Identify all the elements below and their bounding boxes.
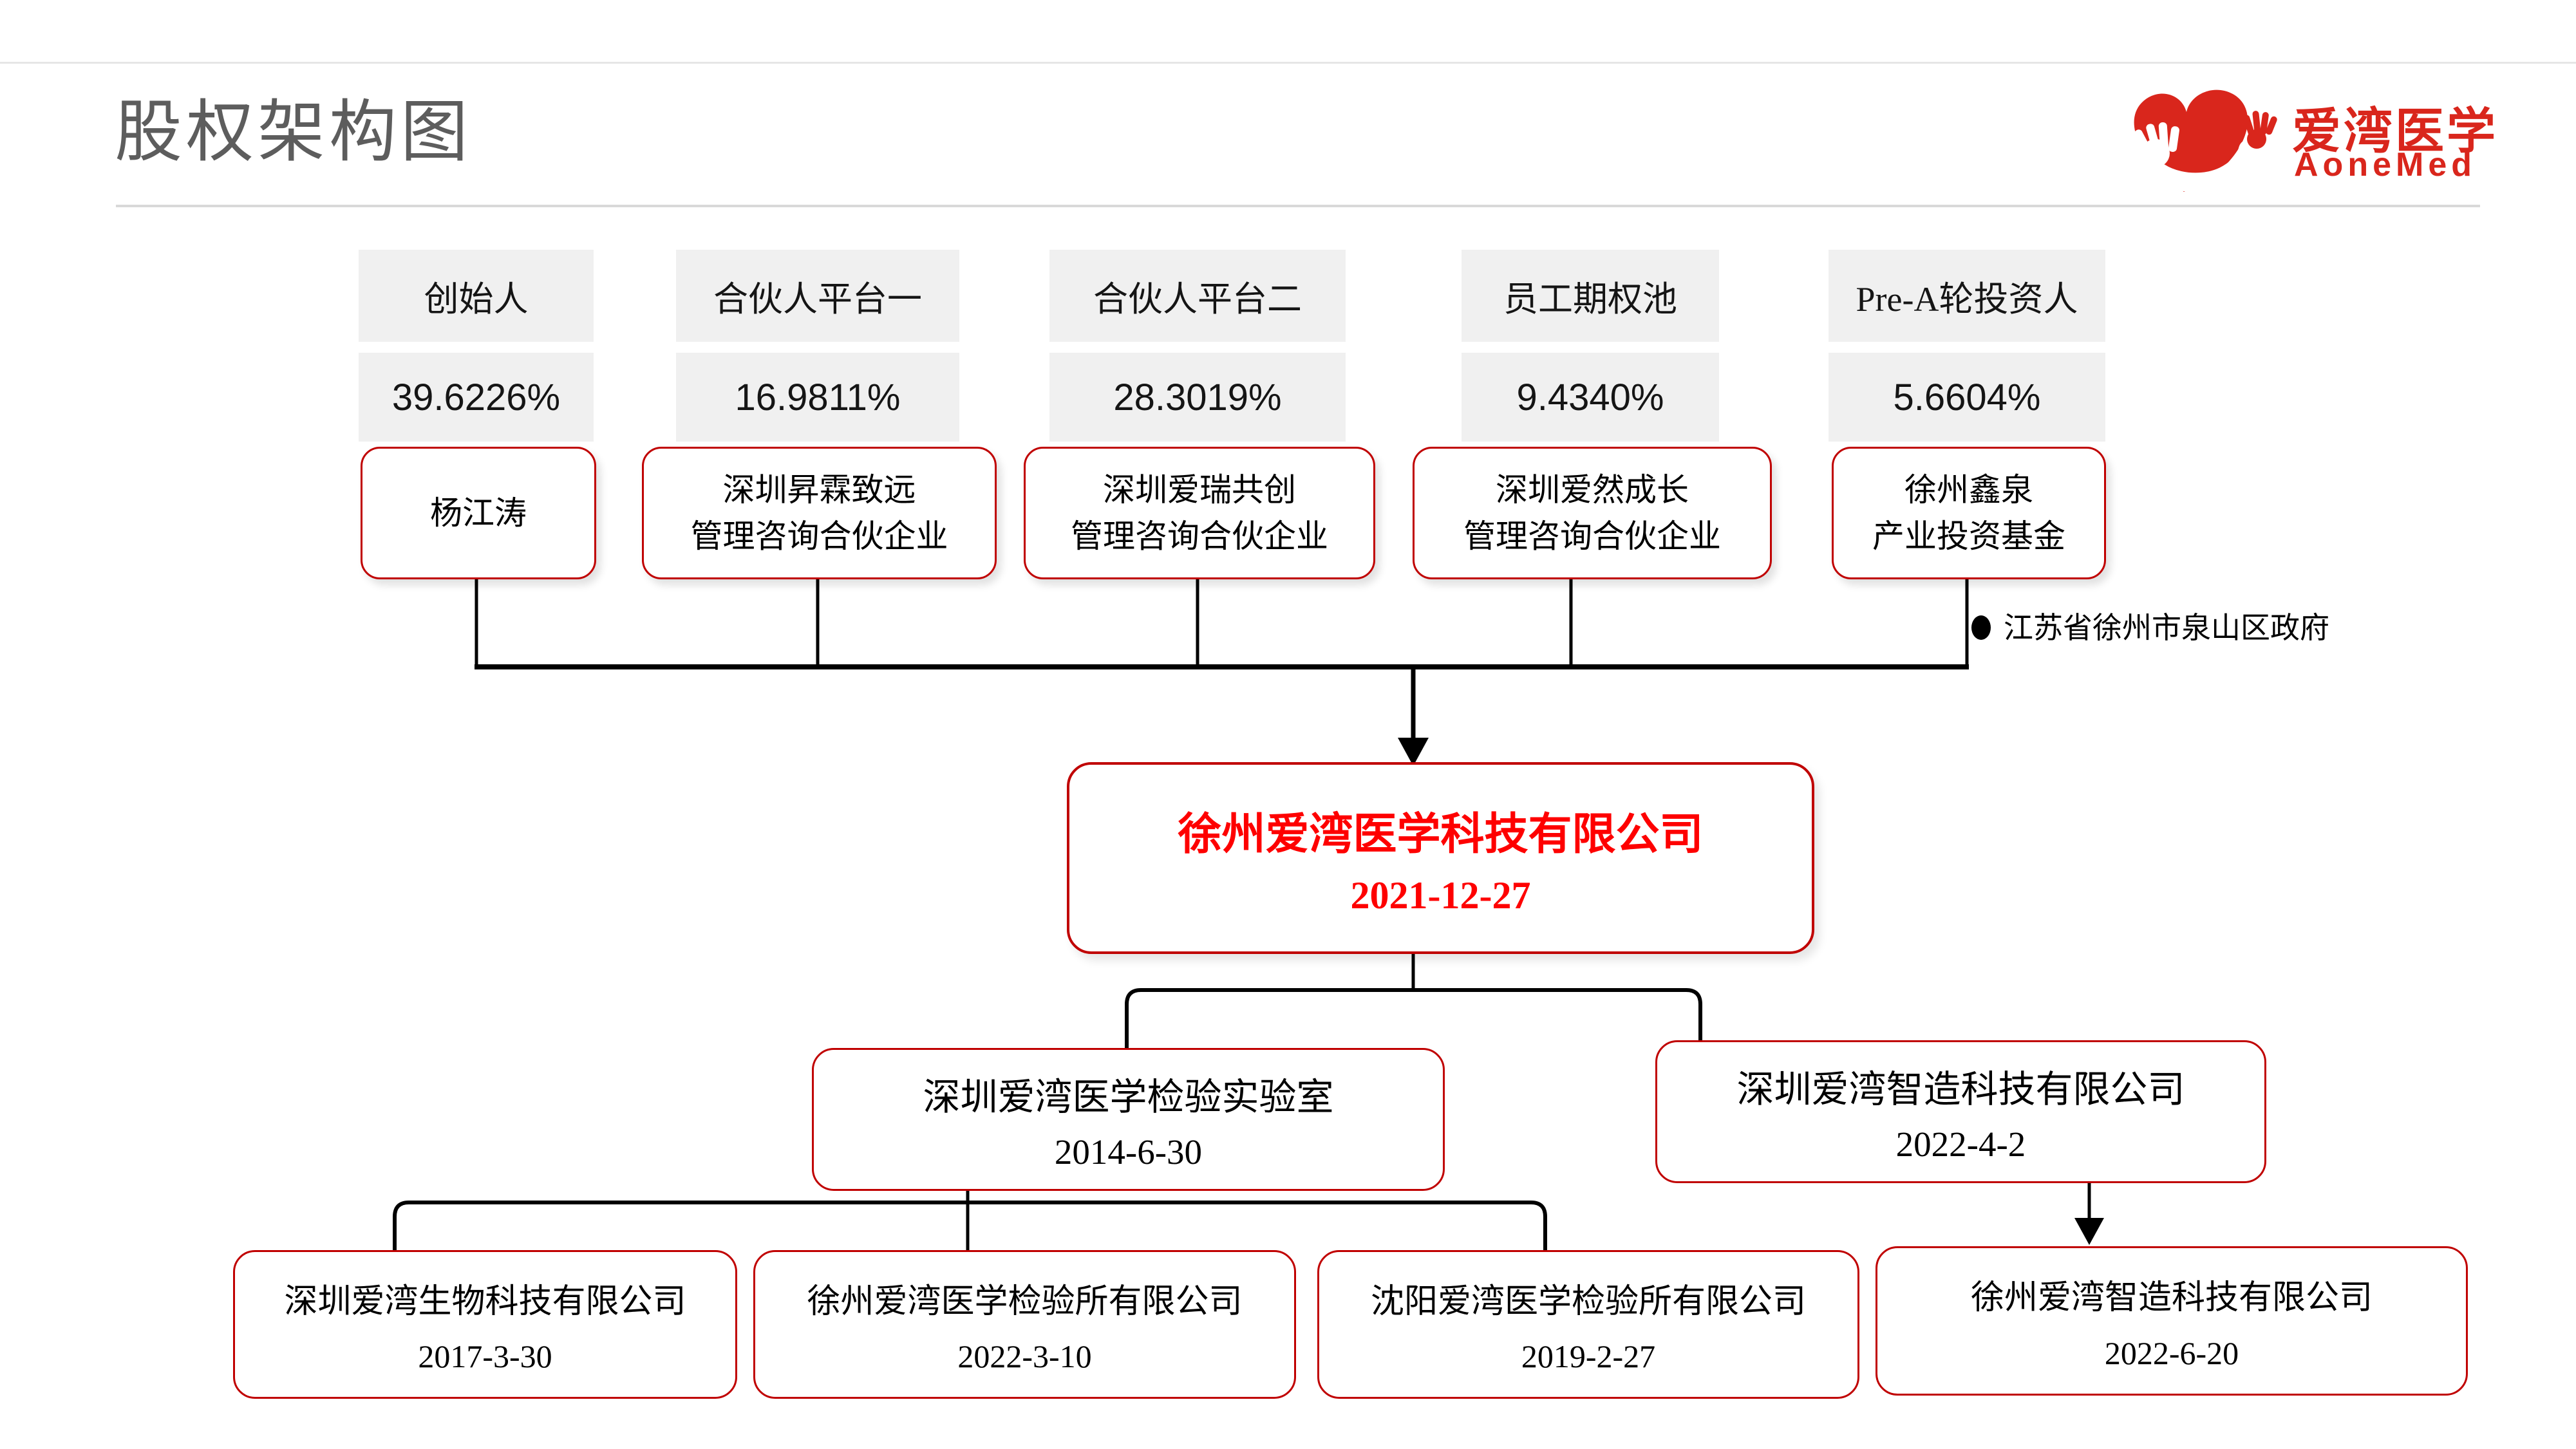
percent-label: 39.6226% bbox=[391, 376, 561, 418]
holder-name-line: 深圳爱瑞共创 bbox=[1103, 471, 1296, 508]
parent-company-node: 徐州爱湾医学科技有限公司 2021-12-27 bbox=[1067, 762, 1814, 954]
level2-bus bbox=[1125, 988, 1702, 1051]
holder-name-line: 徐州鑫泉 bbox=[1904, 471, 2033, 508]
shareholder-percent-prea: 5.6604% bbox=[1829, 353, 2105, 442]
top-hairline bbox=[0, 62, 2576, 64]
arrow-to-xuzhou-head bbox=[2074, 1218, 2104, 1245]
shareholder-percent-platform1: 16.9811% bbox=[676, 353, 959, 442]
role-label: 合伙人平台二 bbox=[1093, 280, 1302, 319]
subsidiary-node-shenyang-lab: 沈阳爱湾医学检验所有限公司 2019-2-27 bbox=[1317, 1250, 1859, 1399]
heart-hug-logo-icon bbox=[2134, 89, 2277, 192]
percent-label: 16.9811% bbox=[735, 376, 901, 418]
role-label: 创始人 bbox=[424, 280, 529, 319]
holder-name-line: 杨江涛 bbox=[430, 494, 527, 531]
subsidiary-date: 2017-3-30 bbox=[418, 1338, 552, 1374]
subsidiary-name: 徐州爱湾智造科技有限公司 bbox=[1970, 1280, 2373, 1317]
percent-label: 28.3019% bbox=[1113, 376, 1282, 418]
shareholder-role-prea: Pre-A轮投资人 bbox=[1829, 250, 2105, 342]
subsidiary-date: 2022-3-10 bbox=[957, 1338, 1092, 1374]
shareholder-node-prea: 徐州鑫泉 产业投资基金 bbox=[1832, 447, 2106, 579]
holder-name-line: 产业投资基金 bbox=[1872, 518, 2065, 554]
shareholder-percent-platform2: 28.3019% bbox=[1049, 353, 1346, 442]
subsidiary-node-shenzhen-zhizao: 深圳爱湾智造科技有限公司 2022-4-2 bbox=[1655, 1040, 2266, 1183]
holder-name-line: 深圳昇霖致远 bbox=[722, 471, 916, 508]
shareholder-role-esop: 员工期权池 bbox=[1462, 250, 1719, 342]
holder-name-line: 深圳爱然成长 bbox=[1496, 471, 1689, 508]
shareholder-percent-esop: 9.4340% bbox=[1462, 353, 1719, 442]
subsidiary-node-lab: 深圳爱湾医学检验实验室 2014-6-30 bbox=[812, 1048, 1445, 1191]
subsidiary-date: 2019-2-27 bbox=[1521, 1338, 1656, 1374]
holder-name-line: 管理咨询合伙企业 bbox=[690, 518, 948, 554]
subsidiary-date: 2022-6-20 bbox=[2104, 1334, 2239, 1371]
shareholder-node-esop: 深圳爱然成长 管理咨询合伙企业 bbox=[1413, 447, 1772, 579]
parent-company-date: 2021-12-27 bbox=[1350, 874, 1531, 917]
role-label: Pre-A轮投资人 bbox=[1856, 280, 2078, 319]
subsidiary-name: 徐州爱湾医学检验所有限公司 bbox=[807, 1284, 1243, 1320]
subsidiary-date: 2014-6-30 bbox=[1054, 1132, 1203, 1172]
subsidiary-name: 深圳爱湾医学检验实验室 bbox=[923, 1076, 1334, 1119]
level3-bus bbox=[393, 1201, 1547, 1250]
shareholder-role-founder: 创始人 bbox=[359, 250, 594, 342]
shareholder-role-platform1: 合伙人平台一 bbox=[676, 250, 959, 342]
holder-name-line: 管理咨询合伙企业 bbox=[1071, 518, 1328, 554]
percent-label: 9.4340% bbox=[1516, 376, 1664, 418]
subsidiary-node-xuzhou-lab: 徐州爱湾医学检验所有限公司 2022-3-10 bbox=[753, 1250, 1296, 1399]
shareholder-role-platform2: 合伙人平台二 bbox=[1049, 250, 1346, 342]
bullet-icon bbox=[1971, 615, 1991, 640]
holder-name-line: 管理咨询合伙企业 bbox=[1463, 518, 1721, 554]
role-label: 合伙人平台一 bbox=[713, 280, 922, 319]
shareholder-node-founder: 杨江涛 bbox=[361, 447, 596, 579]
shareholder-percent-founder: 39.6226% bbox=[359, 353, 594, 442]
percent-label: 5.6604% bbox=[1893, 376, 2041, 418]
government-note: 江苏省徐州市泉山区政府 bbox=[2004, 612, 2329, 644]
logo-name-en: AoneMed bbox=[2294, 146, 2476, 183]
parent-company-name: 徐州爱湾医学科技有限公司 bbox=[1178, 810, 1704, 859]
logo-name-cn: 爱湾医学 bbox=[2292, 104, 2498, 159]
subsidiary-node-xuzhou-zhizao: 徐州爱湾智造科技有限公司 2022-6-20 bbox=[1876, 1246, 2468, 1396]
arrow-to-company-head bbox=[1398, 738, 1429, 766]
role-label: 员工期权池 bbox=[1503, 280, 1677, 319]
shareholder-node-platform2: 深圳爱瑞共创 管理咨询合伙企业 bbox=[1024, 447, 1375, 579]
shareholder-node-platform1: 深圳昇霖致远 管理咨询合伙企业 bbox=[642, 447, 997, 579]
subsidiary-node-shenzhen-bio: 深圳爱湾生物科技有限公司 2017-3-30 bbox=[233, 1250, 737, 1399]
subsidiary-name: 沈阳爱湾医学检验所有限公司 bbox=[1370, 1284, 1806, 1320]
subsidiary-name: 深圳爱湾生物科技有限公司 bbox=[284, 1284, 686, 1320]
page-title: 股权架构图 bbox=[115, 95, 473, 170]
subsidiary-date: 2022-4-2 bbox=[1895, 1124, 2026, 1164]
subsidiary-name: 深圳爱湾智造科技有限公司 bbox=[1736, 1069, 2185, 1111]
title-divider bbox=[116, 205, 2480, 207]
